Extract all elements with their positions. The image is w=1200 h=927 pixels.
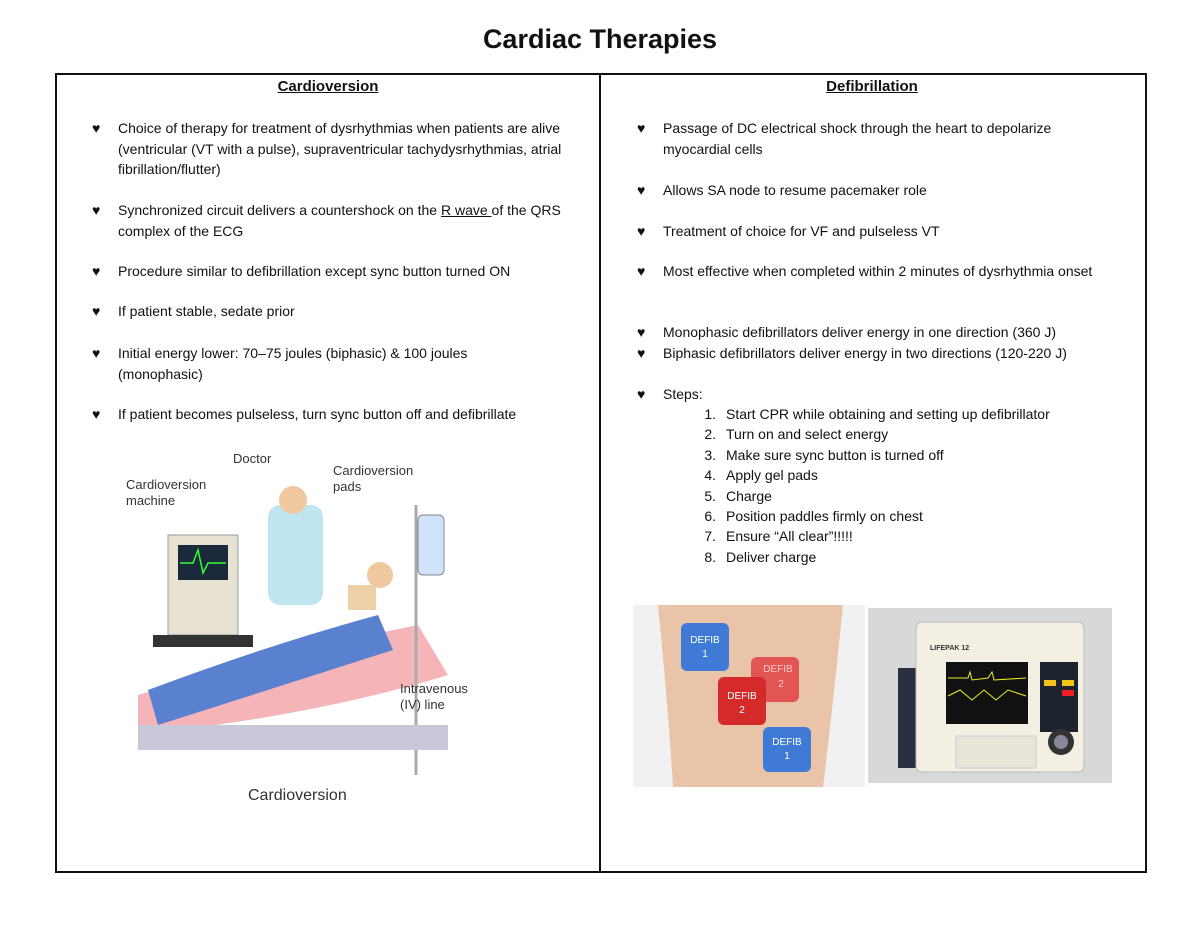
list-item: ♥Passage of DC electrical shock through …	[637, 120, 1052, 157]
heart-icon: ♥	[637, 324, 646, 340]
step: 8.Deliver charge	[704, 548, 817, 565]
label-iv-line2: (IV) line	[400, 697, 445, 712]
figure-caption: Cardioversion	[248, 787, 347, 804]
svg-text:1: 1	[784, 751, 790, 762]
heart-icon: ♥	[92, 303, 101, 319]
label-machine-line2: machine	[126, 493, 175, 508]
heart-icon: ♥	[92, 202, 101, 218]
step: 2.Turn on and select energy	[704, 426, 889, 443]
heart-icon: ♥	[637, 120, 646, 136]
list-item: ♥Monophasic defibrillators deliver energ…	[637, 322, 1133, 343]
list-item: ♥If patient becomes pulseless, turn sync…	[92, 404, 588, 425]
svg-text:2: 2	[778, 679, 784, 690]
defibrillation-heading: Defibrillation	[826, 78, 918, 95]
page-title: Cardiac Therapies	[482, 24, 718, 54]
step: 7.Ensure “All clear”!!!!!	[704, 528, 853, 545]
label-pads-line2: pads	[333, 479, 362, 494]
step: 3.Make sure sync button is turned off	[704, 446, 944, 463]
list-item: ♥Procedure similar to defibrillation exc…	[92, 261, 578, 282]
svg-text:DEFIB: DEFIB	[727, 691, 757, 702]
heart-icon: ♥	[92, 263, 101, 279]
label-machine: Cardioversion	[126, 477, 206, 492]
list-item: ♥Choice of therapy for treatment of dysr…	[92, 120, 562, 177]
label-pads: Cardioversion	[333, 463, 413, 478]
device-brand: LIFEPAK 12	[930, 645, 969, 652]
list-item: ♥Steps:	[637, 384, 1123, 405]
heart-icon: ♥	[637, 182, 646, 198]
list-item: ♥Treatment of choice for VF and pulseles…	[637, 221, 1123, 242]
step: 6.Position paddles firmly on chest	[704, 508, 923, 525]
heart-icon: ♥	[637, 386, 646, 402]
step: 4.Apply gel pads	[704, 467, 818, 484]
cardioversion-heading: Cardioversion	[277, 78, 379, 95]
table-border	[55, 73, 1147, 873]
svg-text:DEFIB: DEFIB	[763, 664, 793, 675]
pad-1-lower: DEFIB 1	[763, 727, 811, 772]
step: 1.Start CPR while obtaining and setting …	[704, 406, 1050, 422]
chest-pads-photo: DEFIB 1 DEFIB 2 DEFIB 2 DEFIB 1	[633, 605, 865, 787]
svg-text:DEFIB: DEFIB	[772, 737, 802, 748]
heart-icon: ♥	[637, 345, 646, 361]
list-item: ♥Allows SA node to resume pacemaker role	[637, 180, 1123, 201]
svg-text:1: 1	[702, 649, 708, 660]
svg-text:2: 2	[739, 705, 745, 716]
steps-list: 1.Start CPR while obtaining and setting …	[690, 404, 1050, 567]
pad-2: DEFIB 2	[718, 677, 766, 725]
list-item: ♥If patient stable, sedate prior	[92, 301, 578, 322]
heart-icon: ♥	[637, 263, 646, 279]
heart-icon: ♥	[92, 345, 101, 361]
label-doctor: Doctor	[233, 451, 272, 466]
cardioversion-illustration: Doctor Cardioversion machine Cardioversi…	[126, 451, 468, 804]
column-divider	[599, 73, 601, 871]
heart-icon: ♥	[92, 406, 101, 422]
list-item: ♥Most effective when completed within 2 …	[637, 261, 1113, 282]
label-iv: Intravenous	[400, 681, 468, 696]
list-item: ♥Synchronized circuit delivers a counter…	[92, 202, 561, 239]
step: 5.Charge	[704, 487, 772, 504]
list-item: ♥Initial energy lower: 70–75 joules (bip…	[92, 345, 468, 382]
defibrillator-photo: LIFEPAK 12	[868, 608, 1112, 783]
pad-1: DEFIB 1	[681, 623, 729, 671]
svg-text:DEFIB: DEFIB	[690, 635, 720, 646]
heart-icon: ♥	[637, 223, 646, 239]
heart-icon: ♥	[92, 120, 101, 136]
list-item: ♥Biphasic defibrillators deliver energy …	[637, 343, 1138, 364]
